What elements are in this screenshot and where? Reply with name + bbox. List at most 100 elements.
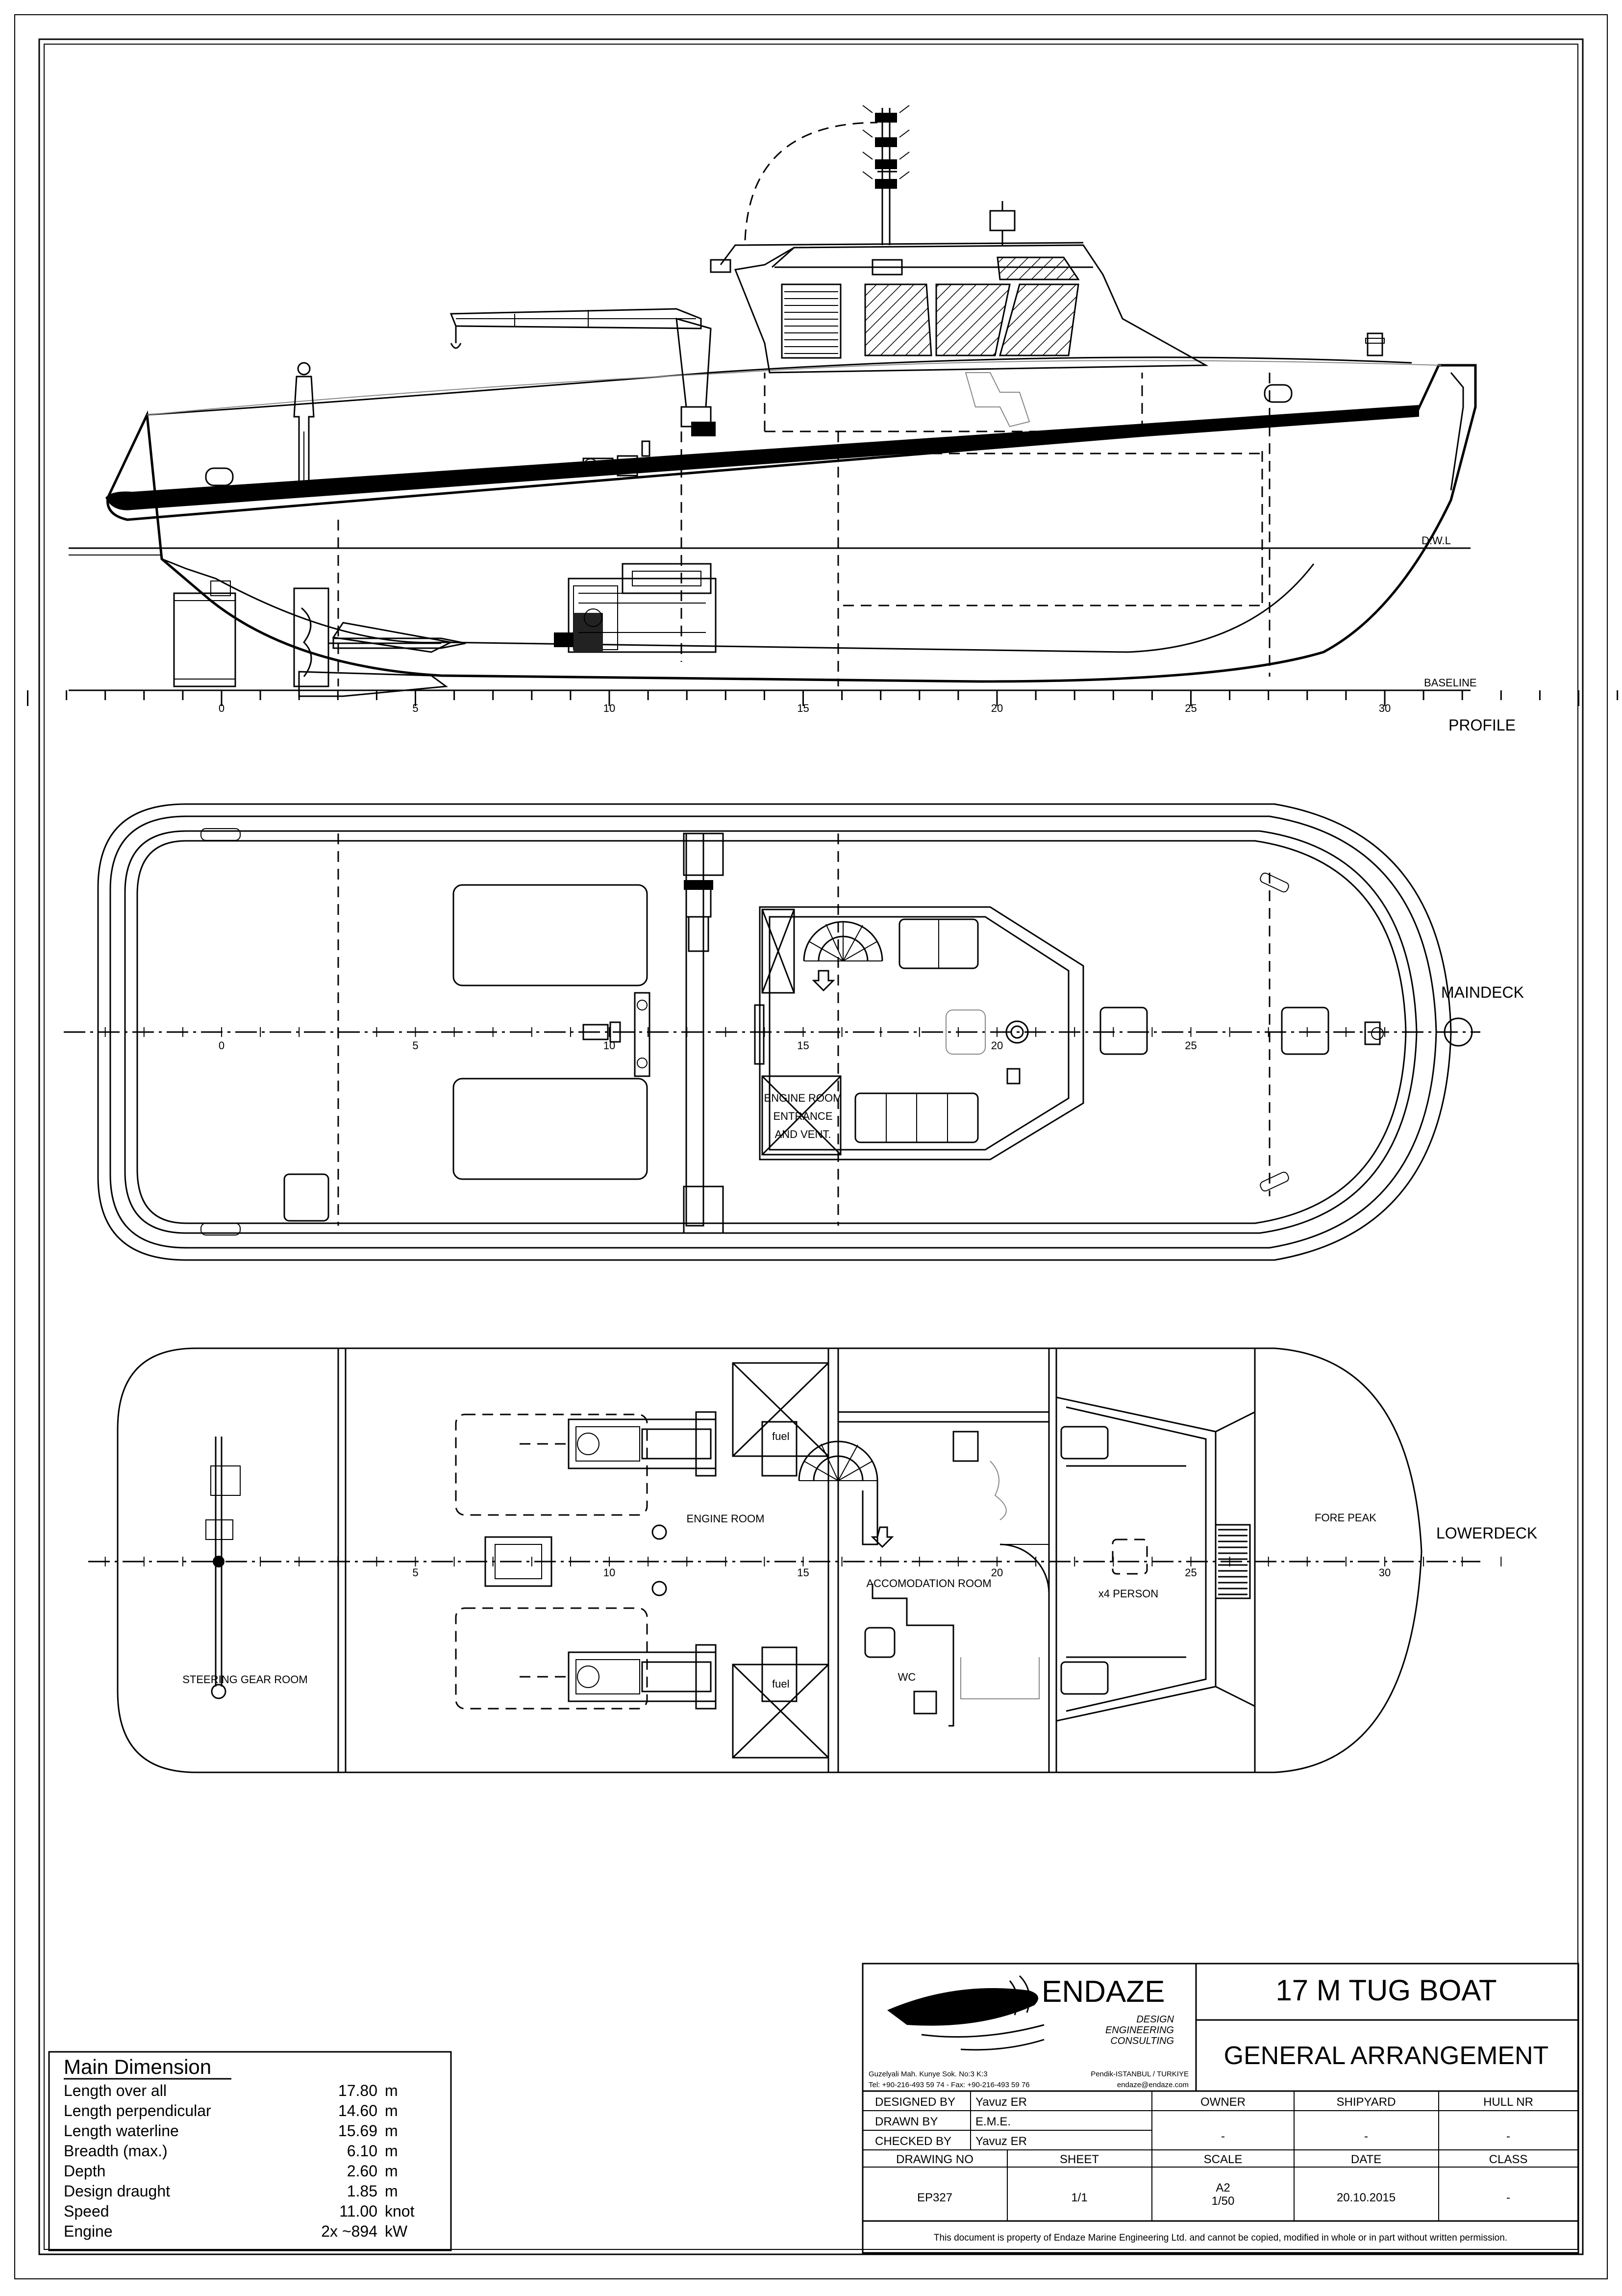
- fender-band: [105, 405, 1419, 510]
- frame-number: 5: [412, 1039, 418, 1052]
- drawing-no-label: DRAWING NO: [896, 2153, 973, 2166]
- checked-by-label: CHECKED BY: [875, 2135, 951, 2148]
- accomodation-room-label: ACCOMODATION ROOM: [866, 1577, 991, 1590]
- inner-border-2: [44, 44, 1578, 2250]
- title-block: ENDAZE DESIGN ENGINEERING CONSULTING Guz…: [862, 1963, 1579, 2254]
- wheelhouse-window-3: [999, 283, 1079, 356]
- drawing-no-value: EP327: [917, 2191, 952, 2204]
- dimension-value: 14.60: [338, 2102, 377, 2119]
- profile-hull-outline: [106, 364, 1477, 683]
- engine-room-entrance-label-2: ENTRANCE: [773, 1110, 832, 1122]
- dimension-label: Breadth (max.): [64, 2142, 168, 2160]
- spiral-stair: [803, 921, 883, 992]
- sheet-value: 1/1: [1071, 2191, 1087, 2204]
- small-hatch-3: [283, 1173, 329, 1222]
- scale-label: SCALE: [1204, 2153, 1243, 2166]
- porthole-fwd: [1264, 384, 1293, 403]
- checked-by-value: Yavuz ER: [975, 2135, 1027, 2148]
- baseline-label: BASELINE: [1424, 677, 1477, 689]
- dimension-value: 6.10: [347, 2142, 377, 2160]
- engine-bed-stbd: [455, 1607, 648, 1710]
- hatch-aft-bottom: [452, 1078, 648, 1180]
- x4-person-label: x4 PERSON: [1098, 1588, 1158, 1600]
- fuel-tank-bottom: [732, 1664, 829, 1759]
- deck-crane: [449, 308, 716, 436]
- stair-aft-top: [761, 908, 795, 994]
- dimension-unit: m: [385, 2142, 398, 2160]
- outer-border: [14, 14, 1608, 2279]
- dimension-unit: m: [385, 2102, 398, 2119]
- main-dimension-title: Main Dimension: [64, 2055, 211, 2078]
- steering-gear: [205, 1437, 241, 1699]
- tagline-1: DESIGN: [1136, 2014, 1174, 2025]
- person-figure: [293, 362, 315, 486]
- engine-room-label: ENGINE ROOM: [687, 1513, 765, 1525]
- shipyard-label: SHIPYARD: [1337, 2095, 1396, 2109]
- dimension-label: Length perpendicular: [64, 2102, 211, 2119]
- dimension-unit: m: [385, 2182, 398, 2200]
- class-value: -: [1506, 2191, 1510, 2204]
- hull-nr-value: -: [1506, 2130, 1510, 2143]
- engine-room-entrance-label-1: ENGINE ROOM: [764, 1092, 842, 1104]
- wheelhouse-window-4: [997, 256, 1080, 280]
- dimension-label: Length waterline: [64, 2122, 179, 2140]
- engine-room-entrance-label-3: AND VENT.: [775, 1128, 831, 1140]
- dimension-label: Speed: [64, 2202, 109, 2220]
- drawn-by-label: DRAWN BY: [875, 2115, 938, 2128]
- anchor-chain-locker: [1215, 1524, 1251, 1599]
- dimension-unit: m: [385, 2082, 398, 2099]
- wheelhouse-window-2: [935, 283, 1011, 356]
- dimension-value: 2x ~894: [321, 2222, 377, 2240]
- frame-number: 15: [797, 1566, 809, 1579]
- main-engine-stbd: [520, 1644, 717, 1710]
- frame-number: 10: [603, 702, 615, 714]
- frame-number: 25: [1185, 1039, 1197, 1052]
- date-label: DATE: [1351, 2153, 1381, 2166]
- maindeck-hull-outline: [97, 803, 1452, 1261]
- wc-label: WC: [898, 1671, 916, 1683]
- maindeck-deckhouse: [754, 906, 1084, 1161]
- main-engine-profile: [554, 563, 717, 653]
- address-line-1: Guzelyali Mah. Kunye Sok. No:3 K:3: [869, 2070, 988, 2078]
- frame-number: 20: [991, 1566, 1003, 1579]
- scale-paper: A2: [1216, 2181, 1230, 2195]
- frame-number: 30: [1379, 702, 1391, 714]
- endaze-logo: [887, 1975, 1045, 2051]
- frame-number: 5: [412, 1566, 418, 1579]
- tagline-3: CONSULTING: [1110, 2036, 1174, 2046]
- tagline-2: ENGINEERING: [1105, 2025, 1174, 2036]
- drawing-title: GENERAL ARRANGEMENT: [1224, 2042, 1549, 2070]
- anchor-winch: [582, 440, 650, 477]
- dimension-unit: kW: [385, 2222, 408, 2240]
- main-engine-port: [520, 1411, 717, 1477]
- frame-number: 0: [219, 1039, 225, 1052]
- dimension-label: Depth: [64, 2162, 105, 2180]
- scale-value: 1/50: [1212, 2195, 1235, 2208]
- inner-border: [38, 38, 1584, 2255]
- disclaimer: This document is property of Endaze Mari…: [934, 2233, 1507, 2243]
- sheet-label: SHEET: [1060, 2153, 1099, 2166]
- dimension-value: 11.00: [339, 2202, 377, 2220]
- wheelhouse-window-1: [864, 283, 932, 356]
- lowerdeck-label: LOWERDECK: [1436, 1524, 1537, 1542]
- dimension-value: 2.60: [347, 2162, 377, 2180]
- frame-number: 25: [1185, 702, 1197, 714]
- dwl-label: D.W.L: [1422, 534, 1451, 547]
- frame-number: 10: [603, 1566, 615, 1579]
- rudder: [173, 592, 236, 687]
- frame-number: 10: [603, 1039, 615, 1052]
- searchlight-icon: [989, 201, 1016, 245]
- hatch-aft-top: [452, 884, 648, 986]
- frame-number: 15: [797, 702, 809, 714]
- shipyard-value: -: [1364, 2130, 1368, 2143]
- lowerdeck-spiral-stair: [798, 1440, 894, 1548]
- frame-number: 5: [412, 702, 418, 714]
- generator: [484, 1536, 552, 1587]
- owner-label: OWNER: [1200, 2095, 1246, 2109]
